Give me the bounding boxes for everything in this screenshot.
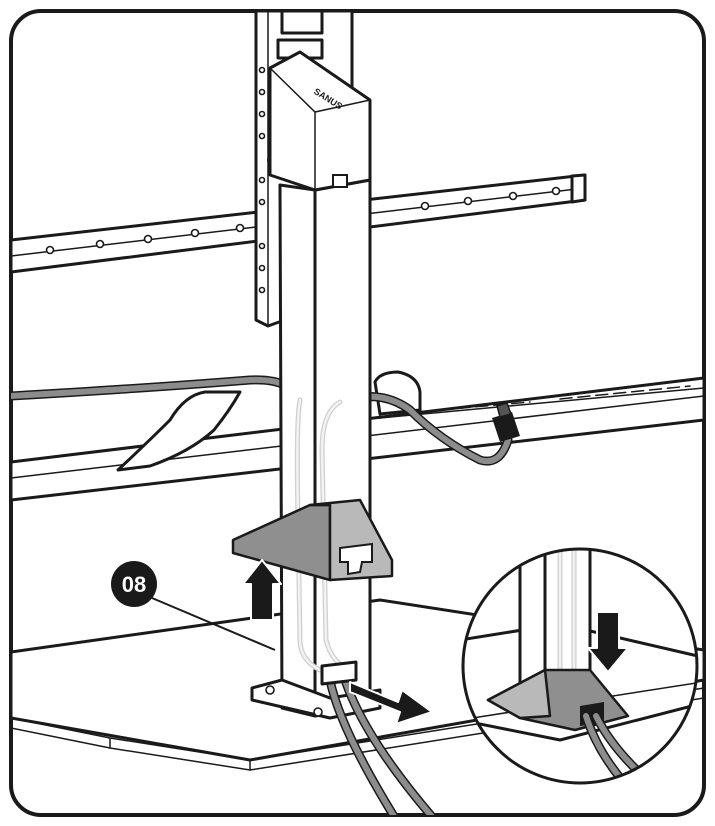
cable-cover [231, 498, 394, 582]
step-label: 08 [122, 572, 146, 597]
plug [492, 412, 520, 442]
up-arrow-icon [242, 559, 282, 621]
step-badge: 08 [111, 561, 157, 607]
cables-exit [320, 660, 445, 815]
zoom-inset [461, 547, 699, 785]
bracket-holes [258, 66, 266, 294]
leader-line [151, 597, 276, 651]
down-arrow-icon [587, 611, 629, 673]
cable-right [335, 392, 520, 466]
diagonal-arrow-icon [349, 681, 433, 725]
stand-column: SANUS [250, 50, 382, 720]
rail-holes [45, 186, 561, 255]
